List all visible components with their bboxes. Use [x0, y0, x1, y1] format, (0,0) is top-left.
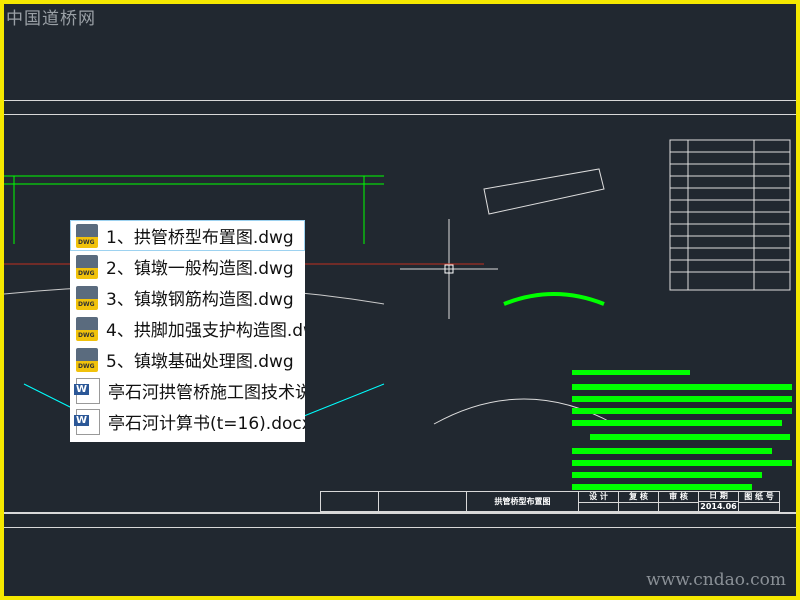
dwg-file-icon: DWG — [76, 347, 98, 372]
check-cell: 复 核 — [619, 492, 659, 511]
drawing-no-label: 图 纸 号 — [739, 492, 779, 503]
title-block-blank-cell — [379, 492, 467, 511]
file-name: 亭石河计算书(t=16).docx — [108, 414, 305, 434]
frame-line — [4, 114, 796, 115]
dwg-file-icon: DWG — [76, 223, 98, 248]
file-name: 亭石河拱管桥施工图技术说明.doc — [108, 383, 305, 403]
file-item[interactable]: DWG 5、镇墩基础处理图.dwg — [70, 344, 305, 375]
file-item[interactable]: W 亭石河拱管桥施工图技术说明.doc — [70, 375, 305, 406]
frame-line — [4, 527, 796, 528]
review-label: 审 核 — [659, 492, 698, 503]
word-file-icon: W — [74, 408, 100, 435]
file-name: 4、拱脚加强支护构造图.dwg — [106, 321, 305, 341]
date-value: 2014.06 — [700, 502, 737, 511]
file-name: 2、镇墩一般构造图.dwg — [106, 259, 294, 279]
word-file-icon: W — [74, 377, 100, 404]
dwg-file-icon: DWG — [76, 285, 98, 310]
file-item[interactable]: DWG 2、镇墩一般构造图.dwg — [70, 251, 305, 282]
dwg-file-icon: DWG — [76, 316, 98, 341]
date-label: 日 期 — [699, 492, 738, 502]
drawing-no-cell: 图 纸 号 — [739, 492, 779, 511]
title-block-blank-cell — [321, 492, 379, 511]
dwg-file-icon: DWG — [76, 254, 98, 279]
file-name: 3、镇墩钢筋构造图.dwg — [106, 290, 294, 310]
file-item[interactable]: W 亭石河计算书(t=16).docx — [70, 406, 305, 437]
file-list: DWG 1、拱管桥型布置图.dwg DWG 2、镇墩一般构造图.dwg DWG 3、镇… — [70, 220, 305, 442]
frame-line — [4, 512, 796, 514]
file-item[interactable]: DWG 3、镇墩钢筋构造图.dwg — [70, 282, 305, 313]
watermark-logo: 中国道桥网 — [6, 9, 96, 29]
file-name: 1、拱管桥型布置图.dwg — [106, 228, 294, 248]
file-item[interactable]: DWG 1、拱管桥型布置图.dwg — [70, 220, 305, 251]
design-label: 设 计 — [579, 492, 618, 503]
cad-drawing — [4, 139, 792, 490]
review-cell: 审 核 — [659, 492, 699, 511]
design-cell: 设 计 — [579, 492, 619, 511]
frame-line — [4, 100, 796, 101]
watermark-site: www.cndao.com — [646, 570, 786, 590]
check-label: 复 核 — [619, 492, 658, 503]
file-item[interactable]: DWG 4、拱脚加强支护构造图.dwg — [70, 313, 305, 344]
file-name: 5、镇墩基础处理图.dwg — [106, 352, 294, 372]
drawing-title: 拱管桥型布置图 — [467, 492, 579, 511]
